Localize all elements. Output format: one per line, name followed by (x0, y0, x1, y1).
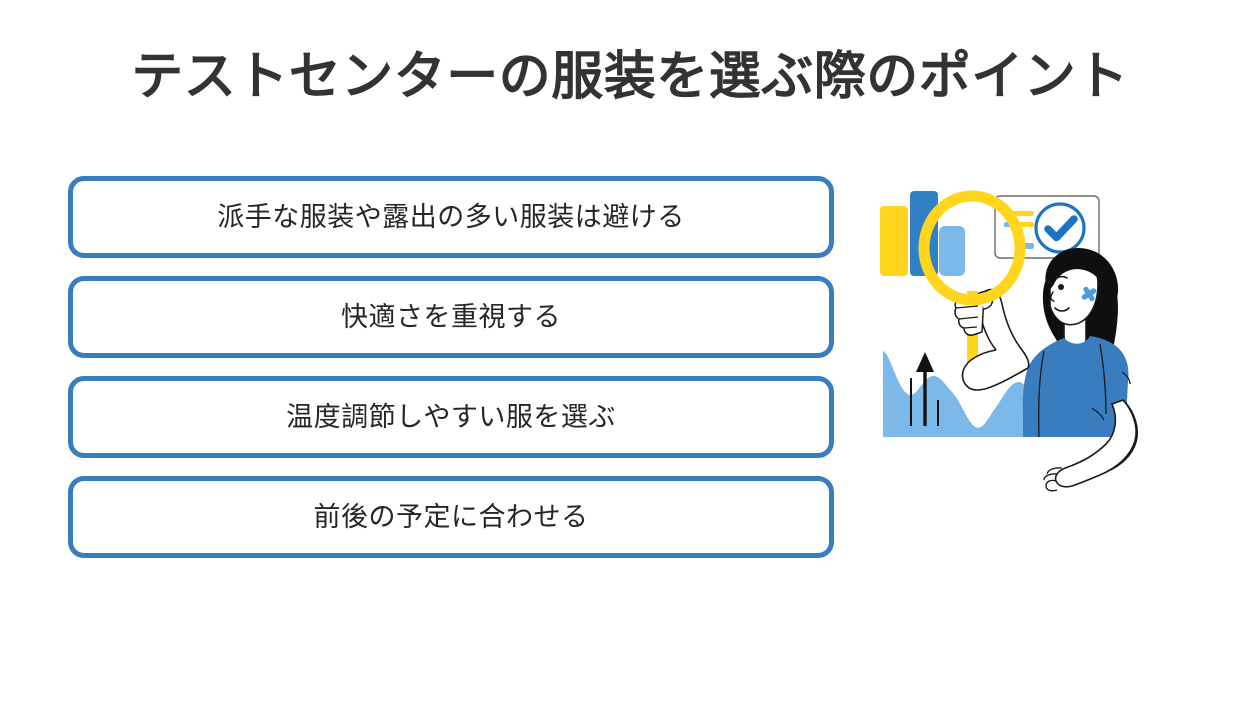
point-box-1[interactable]: 派手な服装や露出の多い服装は避ける (68, 176, 834, 258)
tshirt-fold-right (1099, 343, 1107, 415)
shoulder-seam (1121, 371, 1131, 385)
gripping-hand (954, 295, 985, 336)
illustration-woman-with-magnifier (878, 186, 1180, 498)
point-box-4[interactable]: 前後の予定に合わせる (68, 476, 834, 558)
point-label-1: 派手な服装や露出の多い服装は避ける (217, 201, 685, 232)
tshirt-fold-left (1038, 350, 1045, 438)
page-title: テストセンターの服装を選ぶ際のポイント (131, 48, 1129, 106)
nose (1050, 291, 1055, 302)
point-label-3: 温度調節しやすい服を選ぶ (286, 401, 616, 432)
up-arrow-icon (910, 352, 939, 426)
resting-arm-fill (1054, 399, 1137, 488)
eye (1058, 284, 1064, 290)
point-box-2[interactable]: 快適さを重視する (68, 276, 834, 358)
mouth (1054, 307, 1070, 312)
light-blue-bar-icon (939, 226, 965, 276)
resting-hand (1043, 467, 1063, 492)
raised-arm (961, 349, 1029, 391)
area-wave-chart (883, 351, 1040, 437)
earring-icon (1081, 286, 1097, 302)
elbow-line (1091, 407, 1105, 421)
yellow-bar-icon (880, 206, 908, 276)
woman-figure (954, 248, 1139, 492)
eyebrow (1055, 275, 1068, 280)
hair-front (1045, 248, 1119, 310)
magnifier-lens-icon (918, 190, 1026, 306)
point-label-4: 前後の予定に合わせる (313, 501, 589, 532)
points-list: 派手な服装や露出の多い服装は避ける 快適さを重視する 温度調節しやすい服を選ぶ … (68, 176, 834, 576)
check-circle-icon (1034, 202, 1086, 254)
point-box-3[interactable]: 温度調節しやすい服を選ぶ (68, 376, 834, 458)
point-label-2: 快適さを重視する (341, 301, 561, 332)
